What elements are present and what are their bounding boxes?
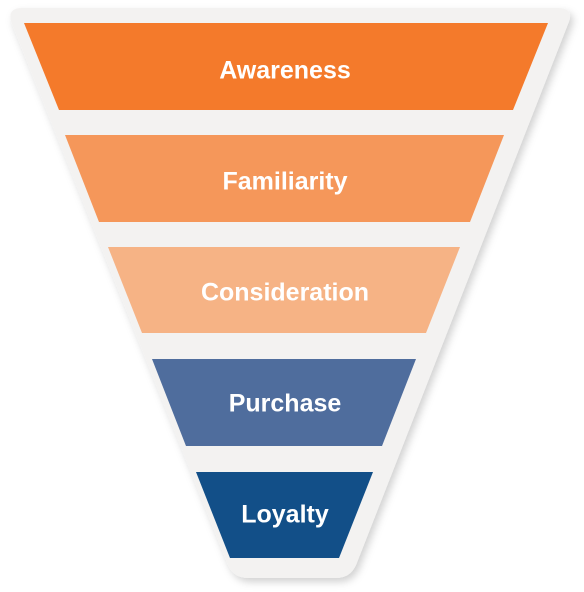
stage-awareness-label: Awareness [219,57,351,85]
stage-purchase-label: Purchase [229,390,342,418]
stage-consideration: Consideration [108,247,460,333]
stage-consideration-band [108,247,460,333]
stage-familiarity: Familiarity [65,135,504,222]
stage-purchase: Purchase [152,359,416,446]
stage-loyalty-label: Loyalty [241,501,329,529]
stage-purchase-band [152,359,416,446]
stage-awareness-band [24,23,548,110]
stage-familiarity-band [65,135,504,222]
stage-consideration-label: Consideration [201,279,369,307]
stage-familiarity-label: Familiarity [222,168,347,196]
stage-loyalty-band [196,472,373,558]
stage-awareness: Awareness [24,23,548,110]
stage-loyalty: Loyalty [196,472,373,558]
